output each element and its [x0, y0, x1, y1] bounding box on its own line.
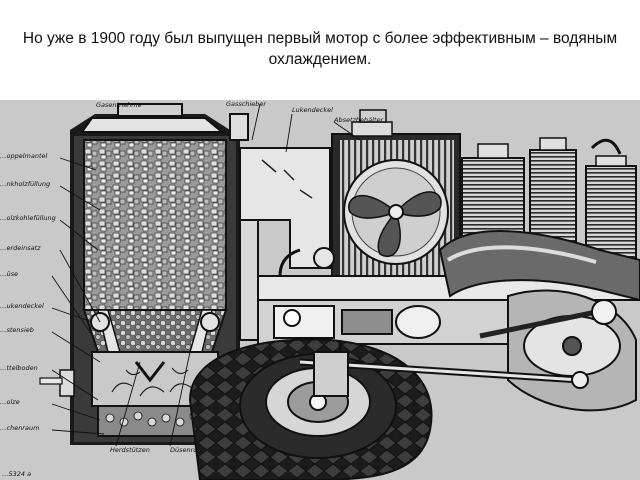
radiator-assembly [331, 109, 461, 287]
label-holzkohlefuellung: …olzkohlefüllung [0, 214, 56, 222]
label-herdstuetzen: Herdstützen [110, 446, 150, 454]
label-duese: …üse [0, 270, 18, 278]
label-doppelmantel: …oppelmantel [0, 152, 48, 160]
figure-labels: Gasentnahme Gasschieber Lukendeckel Abse… [0, 100, 384, 478]
label-duesenrohr: Düsenrohr [170, 446, 205, 454]
steering-linkage [299, 340, 589, 397]
label-absetzbehaelter: Absetzbehälter [333, 116, 384, 124]
label-gasentnahme: Gasentnahme [96, 101, 142, 109]
label-plate-mark: …5324 a [2, 470, 31, 478]
label-lukendeckel-top: Lukendeckel [292, 106, 333, 114]
engine-block [257, 230, 640, 412]
slide-caption: Но уже в 1900 году был выпущен первый мо… [22, 30, 618, 68]
label-rostboden: …ttelboden [0, 364, 38, 372]
engine-cutaway-figure: Gasentnahme Gasschieber Lukendeckel Abse… [0, 100, 640, 480]
label-rost: …stensieb [0, 326, 34, 334]
label-aschenraum: …chenraum [0, 424, 39, 432]
leader-lines [51, 103, 361, 447]
engine-cutaway-drawing: Gasentnahme Gasschieber Lukendeckel Abse… [0, 100, 640, 480]
wood-chip-filling [83, 139, 227, 311]
label-lukendeckel-left: …ukendeckel [0, 302, 44, 310]
filter-tanks [461, 137, 637, 265]
label-gasschieber: Gasschieber [226, 100, 267, 108]
fan-blades [348, 191, 442, 258]
label-holzfuellung: …nkholzfüllung [0, 180, 50, 188]
gas-generator [39, 103, 249, 445]
label-schuerloch: …olze [0, 398, 20, 406]
label-herdeinsatz: …erdeinsatz [0, 244, 41, 252]
